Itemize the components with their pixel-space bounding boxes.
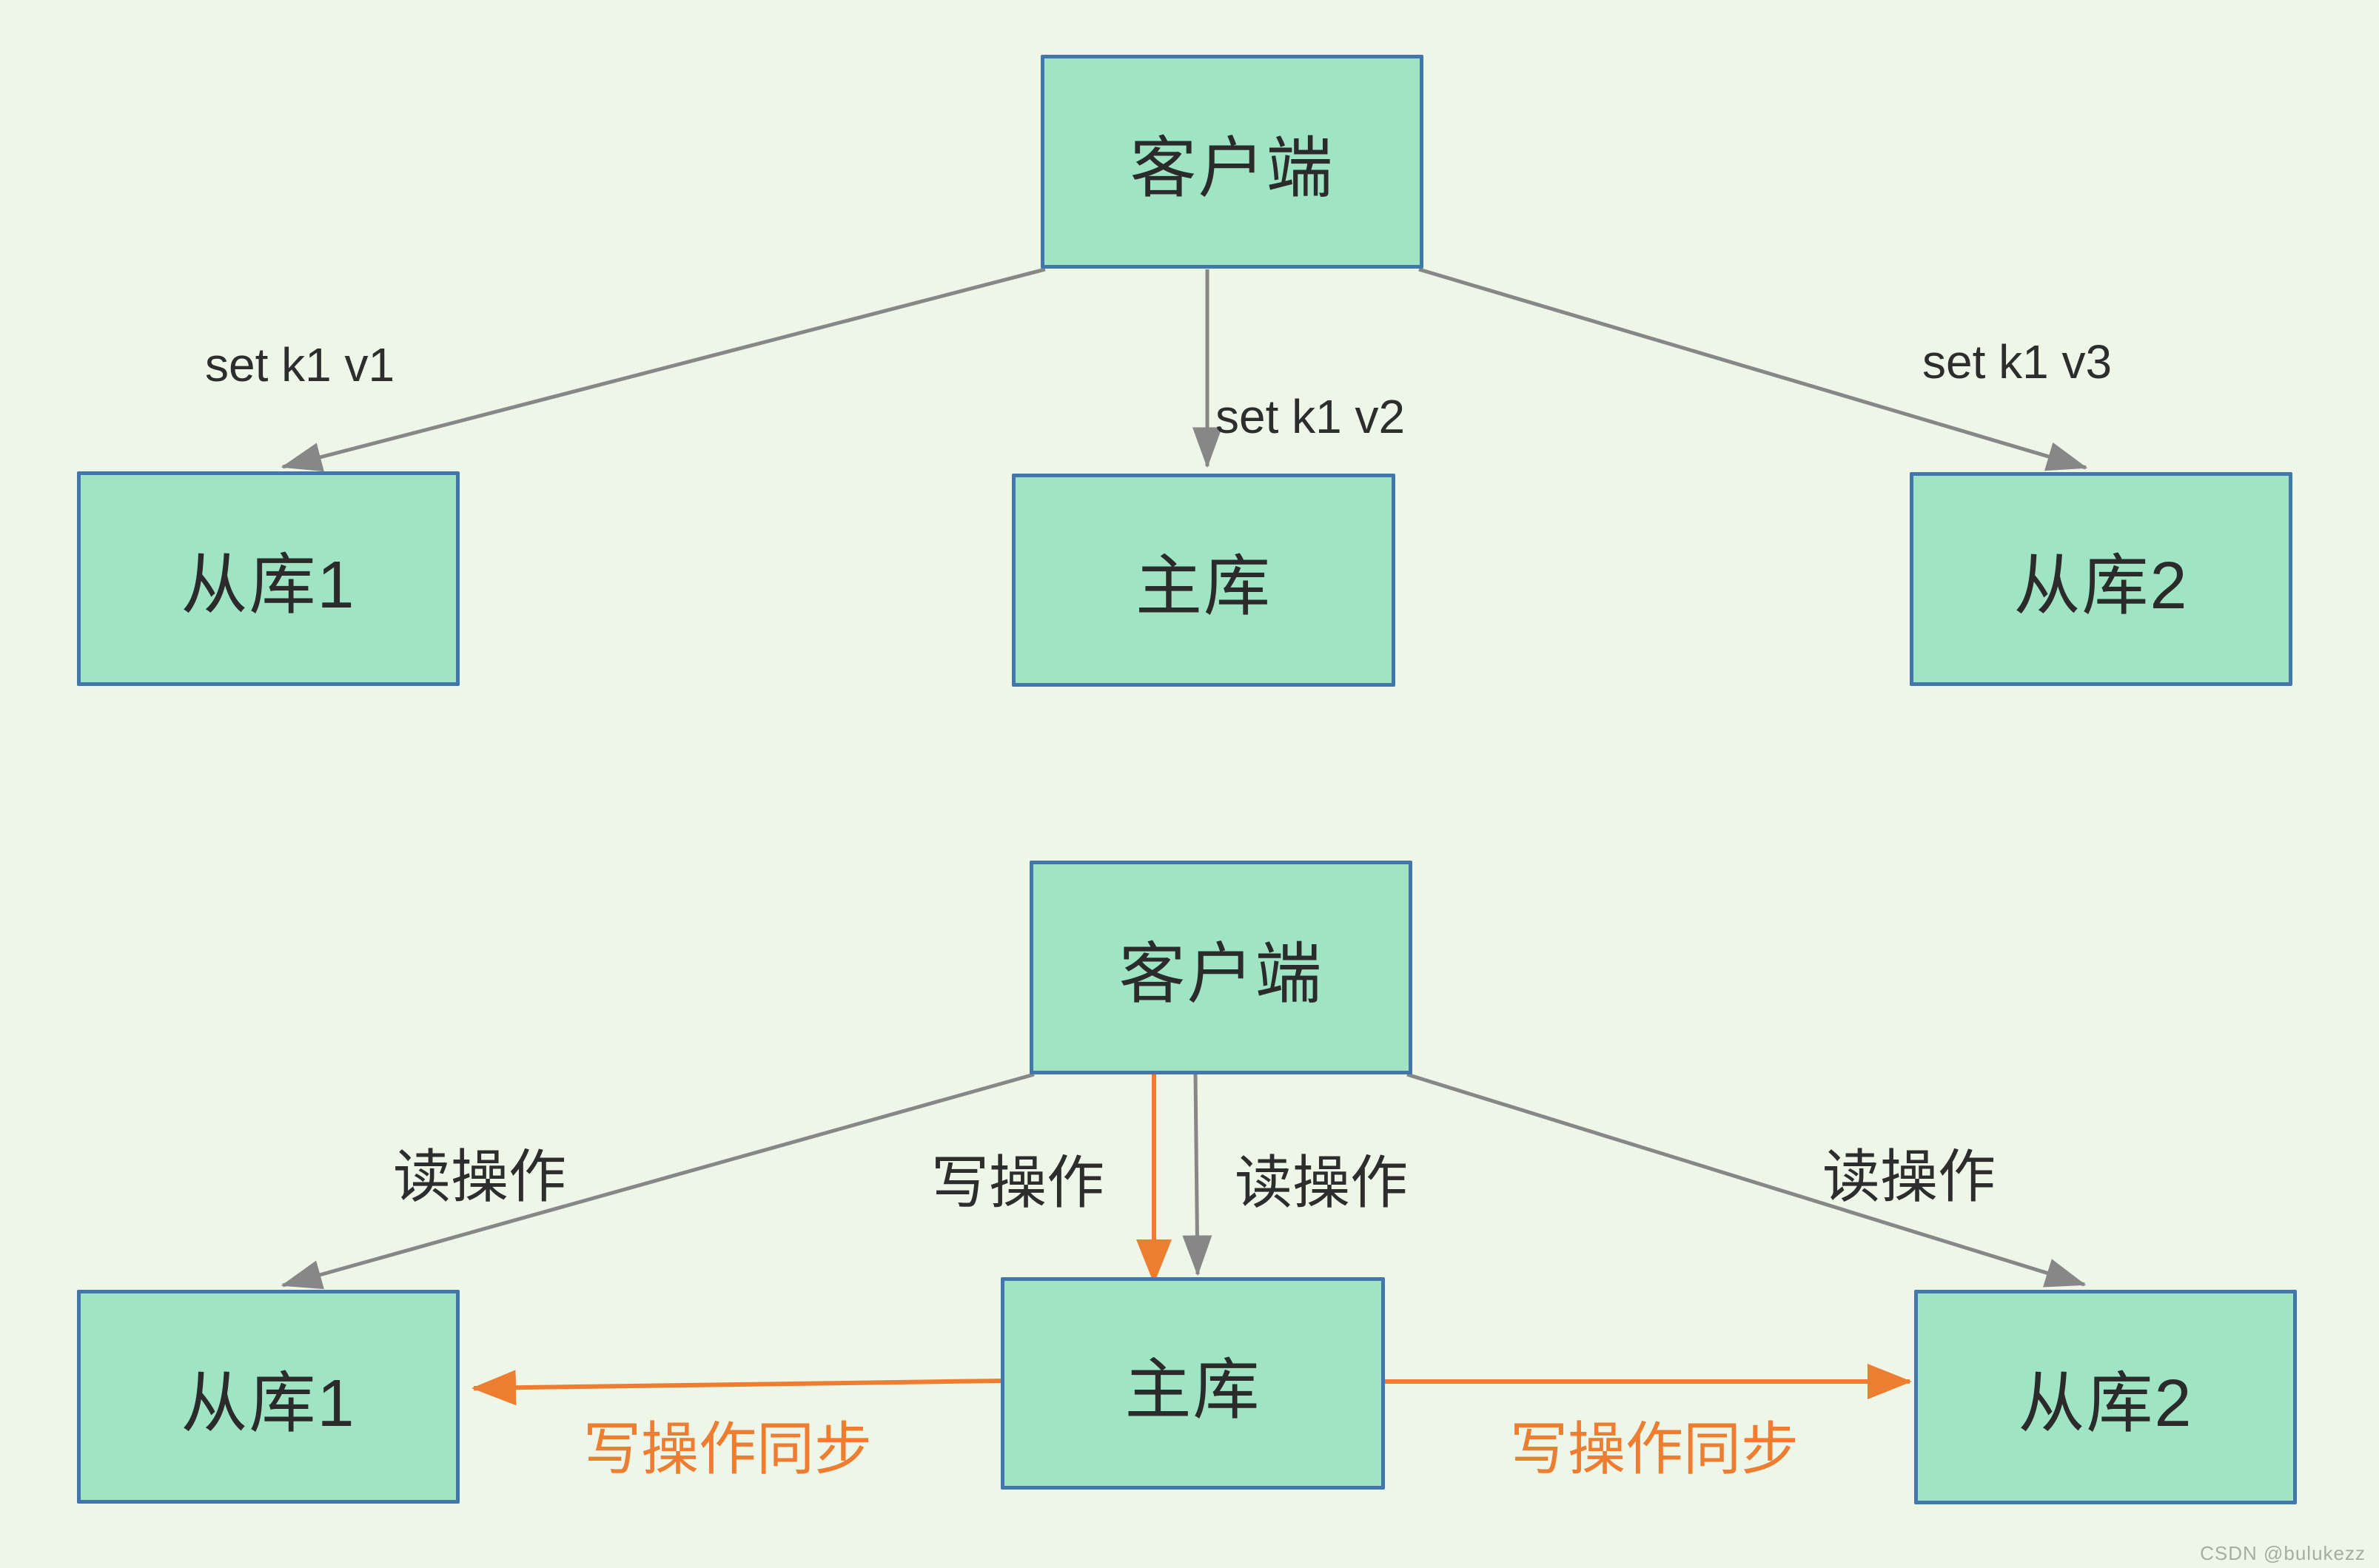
- edge-label-sync-slave2: 写操作同步: [1510, 1416, 1799, 1481]
- csdn-watermark: CSDN @bulukezz: [2200, 1542, 2366, 1564]
- node-bottom-slave2: 从库2: [1914, 1290, 2297, 1504]
- node-top-master-label: 主库: [1135, 550, 1272, 624]
- node-bottom-slave1-label: 从库1: [181, 1366, 356, 1441]
- node-bottom-master-label: 主库: [1124, 1353, 1261, 1427]
- node-bottom-master: 主库: [1001, 1277, 1385, 1490]
- node-top-slave1-label: 从库1: [181, 548, 356, 622]
- arrow-bottom-client-to-master-read: [1182, 1074, 1212, 1276]
- node-top-client-label: 客户端: [1130, 131, 1335, 206]
- node-top-slave2-label: 从库2: [2013, 548, 2189, 623]
- edge-label-sync-slave1: 写操作同步: [583, 1416, 873, 1481]
- edge-label-set-k1-v2: set k1 v2: [1215, 390, 1406, 443]
- arrow-master-to-slave1-sync: [472, 1370, 1003, 1406]
- node-top-client: 客户端: [1041, 55, 1423, 269]
- arrow-top-client-to-slave1: [281, 267, 1046, 472]
- edge-label-set-k1-v3: set k1 v3: [1922, 335, 2113, 388]
- edge-label-read-master: 读操作: [1235, 1150, 1409, 1215]
- node-top-slave2: 从库2: [1910, 472, 2292, 686]
- edge-label-read-slave2: 读操作: [1822, 1144, 1996, 1209]
- node-bottom-client-label: 客户端: [1118, 937, 1323, 1012]
- edge-label-set-k1-v1: set k1 v1: [205, 338, 395, 391]
- edge-label-read-slave1: 读操作: [393, 1144, 567, 1209]
- edge-label-write-master: 写操作: [931, 1150, 1105, 1215]
- node-bottom-client: 客户端: [1030, 861, 1412, 1074]
- node-bottom-slave2-label: 从库2: [2018, 1367, 2193, 1441]
- node-top-slave1: 从库1: [77, 471, 460, 686]
- node-top-master: 主库: [1012, 474, 1395, 687]
- node-bottom-slave1: 从库1: [77, 1290, 460, 1504]
